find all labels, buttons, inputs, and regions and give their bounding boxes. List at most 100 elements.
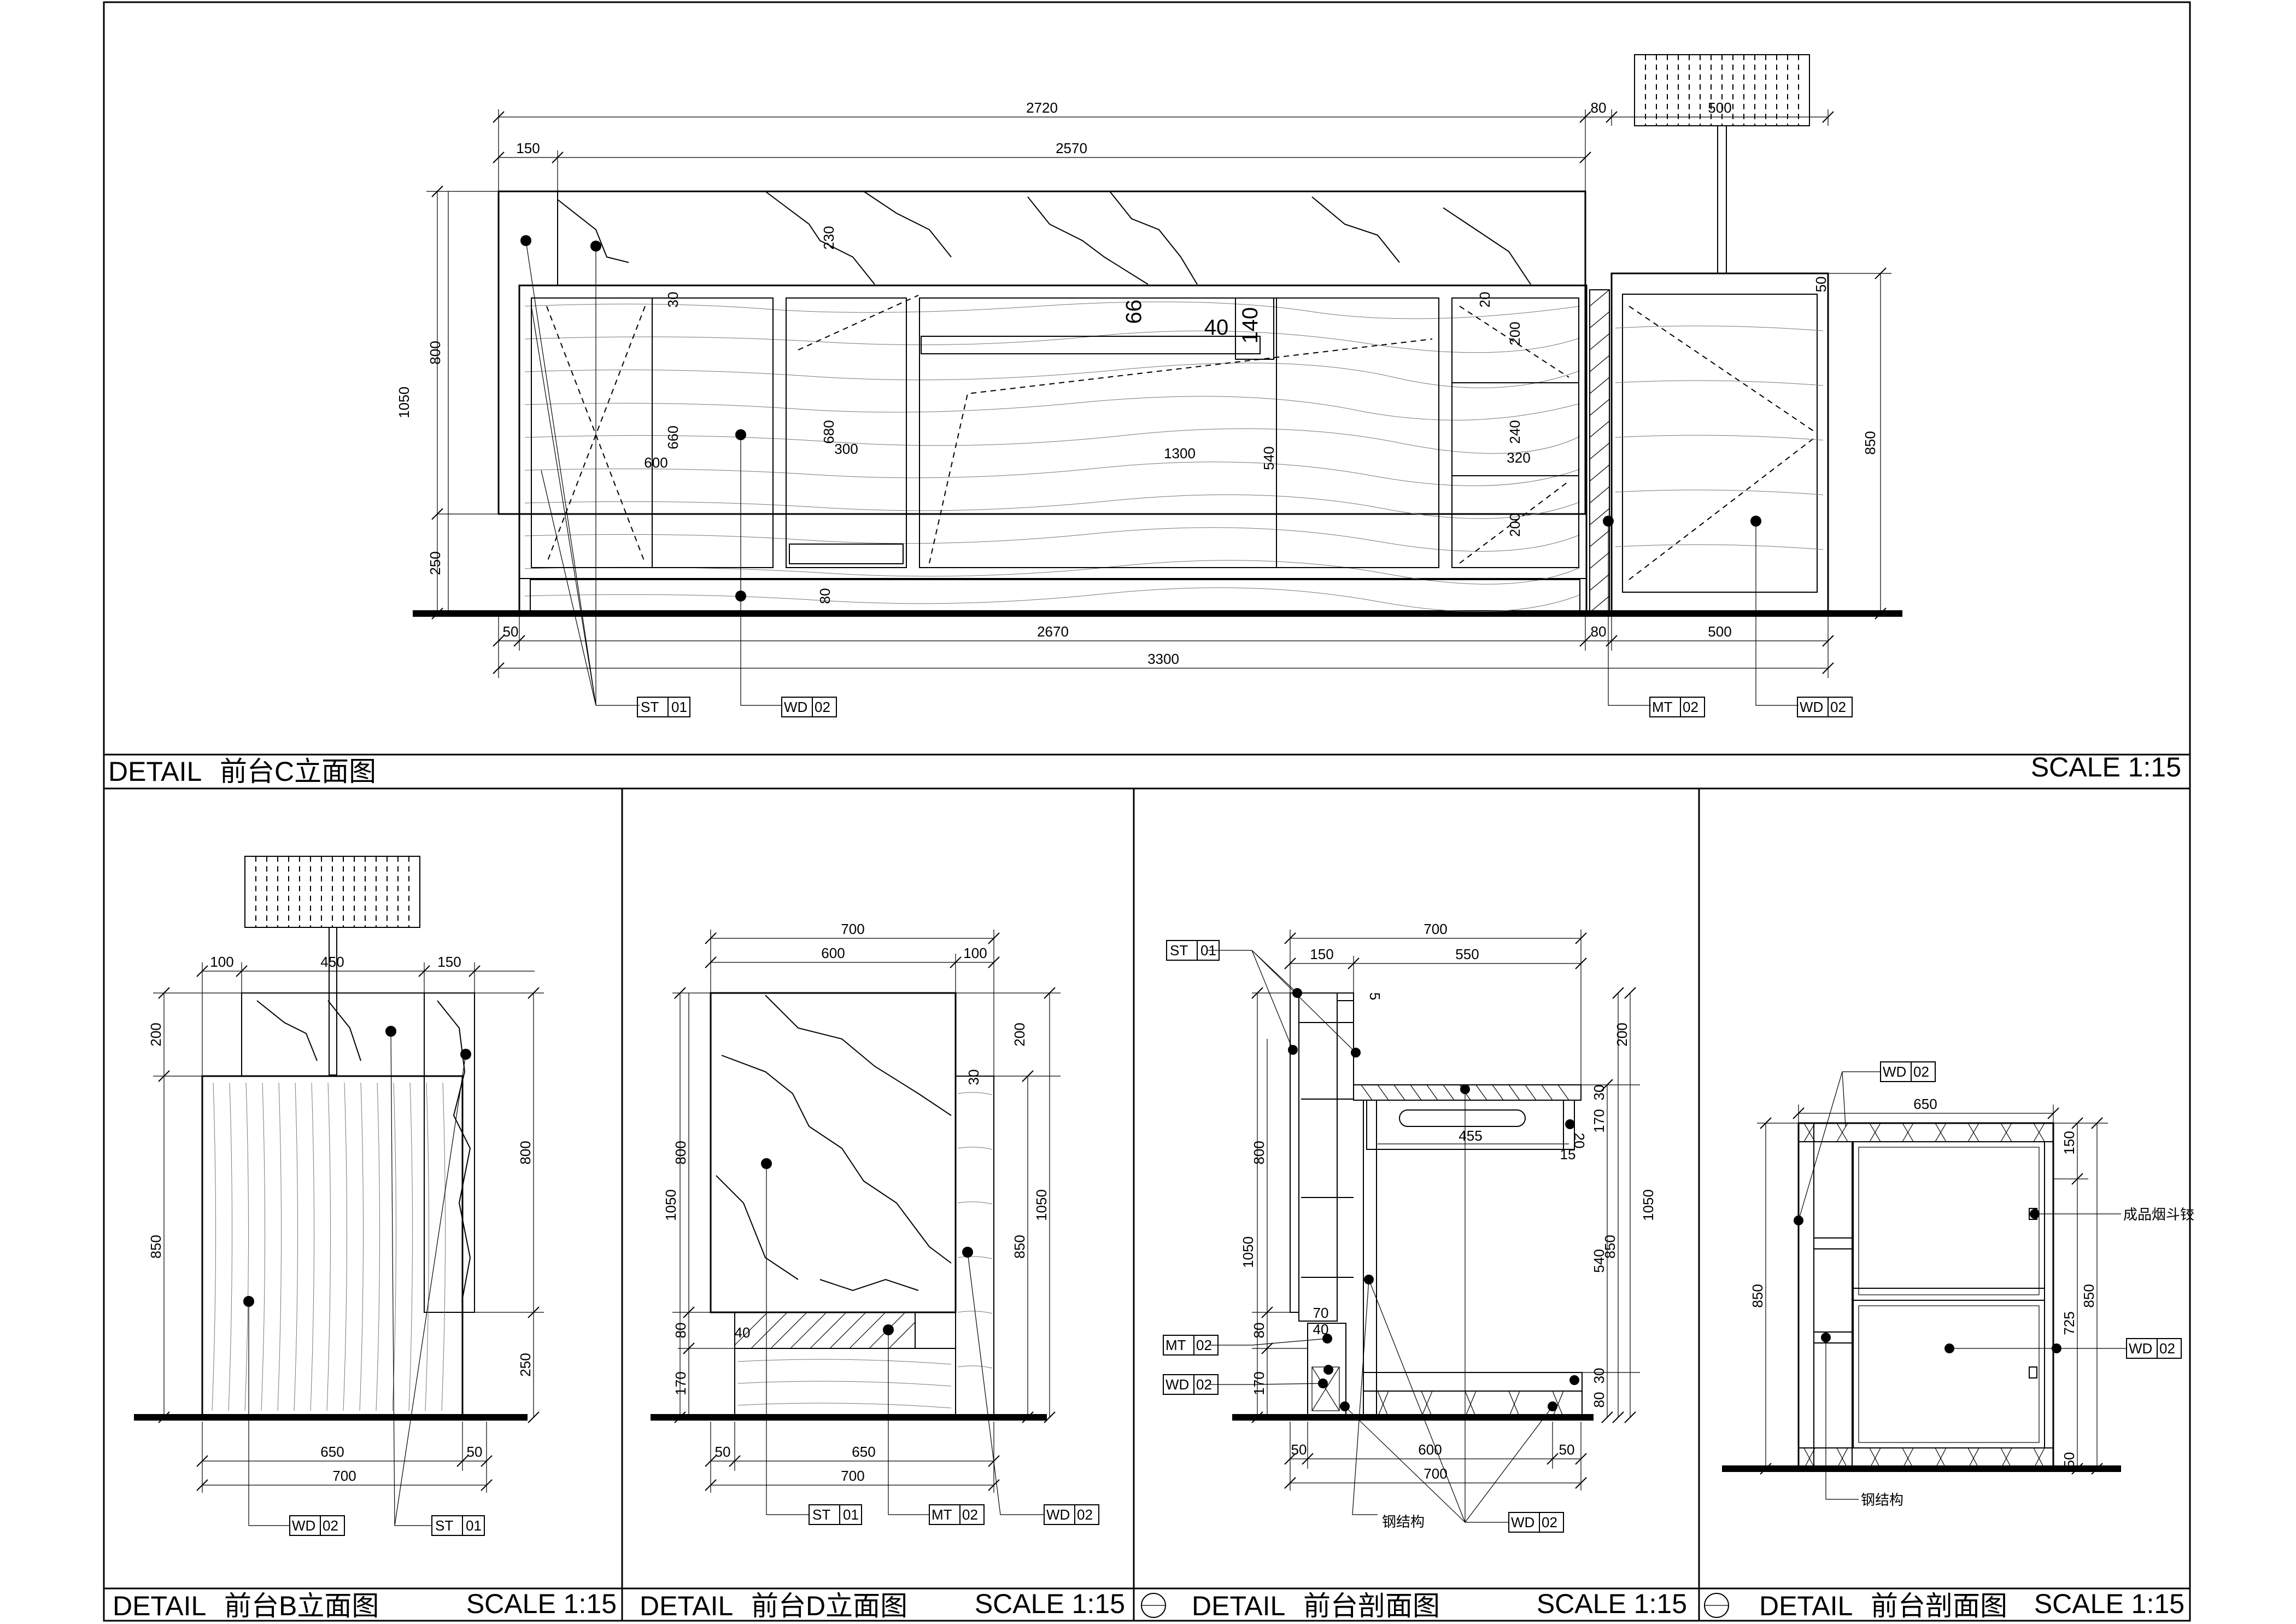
svg-text:02: 02 (323, 1517, 338, 1534)
d-dim-800: 800 (672, 1141, 689, 1164)
svg-text:01: 01 (671, 699, 687, 715)
dim-20: 20 (1477, 292, 1493, 308)
s1-dim-1050-right: 1050 (1640, 1189, 1656, 1221)
panel-b-title: DETAIL (113, 1591, 206, 1621)
sheet-frame (103, 1, 2191, 1622)
s1-dim-30-right: 30 (1591, 1368, 1607, 1384)
s2-section-marker (1704, 1593, 1729, 1618)
panel-d-elevation: 700 600 100 1050 800 80 170 200 30 850 1… (640, 921, 1125, 1621)
dim-800: 800 (427, 341, 443, 364)
s1-dim-70: 70 (1313, 1305, 1329, 1321)
dim-600: 600 (644, 454, 667, 471)
panel-s1-title-cn: 前台剖面图 (1303, 1591, 1440, 1621)
s1-dim-550: 550 (1455, 946, 1479, 962)
panel-s2-scale: SCALE 1:15 (2034, 1588, 2184, 1619)
svg-text:01: 01 (1200, 942, 1216, 959)
dim-500-bottom: 500 (1708, 623, 1731, 640)
svg-text:WD: WD (292, 1517, 315, 1534)
d-dim-80: 80 (672, 1323, 689, 1339)
dim-300: 300 (834, 441, 858, 457)
svg-text:ST: ST (641, 699, 659, 715)
b-dim-250: 250 (517, 1353, 534, 1376)
panel-section-1: 700 150 550 5 800 1050 80 170 70 40 200 … (1141, 921, 1687, 1621)
dim-320: 320 (1507, 449, 1530, 466)
s1-section-marker (1141, 1593, 1166, 1618)
d-tag-wd02: WD 02 (1044, 1504, 1099, 1525)
d-dim-700: 700 (841, 921, 864, 937)
d-dim-700-bottom: 700 (841, 1468, 864, 1484)
s1-dim-600: 600 (1418, 1441, 1442, 1458)
svg-text:02: 02 (1683, 699, 1698, 715)
dim-2670: 2670 (1037, 623, 1069, 640)
svg-text:WD: WD (1800, 699, 1823, 715)
svg-text:02: 02 (1196, 1337, 1212, 1353)
dim-2570: 2570 (1056, 140, 1087, 156)
s1-tag-wd02-bottom: WD 02 (1508, 1512, 1564, 1533)
d-dim-50: 50 (715, 1444, 731, 1460)
panel-d-scale: SCALE 1:15 (975, 1588, 1125, 1619)
svg-text:01: 01 (843, 1506, 859, 1523)
dim-3300: 3300 (1147, 651, 1179, 667)
panel-b-scale: SCALE 1:15 (466, 1588, 617, 1619)
svg-text:02: 02 (1542, 1514, 1557, 1530)
dim-99: 99 (1121, 300, 1145, 324)
tag-wd02-side: WD 02 (1797, 697, 1853, 717)
svg-text:WD: WD (2129, 1340, 2152, 1357)
svg-text:ST: ST (812, 1506, 830, 1523)
svg-text:02: 02 (815, 699, 830, 715)
s1-dim-200: 200 (1614, 1023, 1630, 1046)
wood-grain-texture (524, 301, 1580, 612)
b-dim-850: 850 (148, 1235, 164, 1258)
s1-dim-1050-left: 1050 (1240, 1236, 1256, 1268)
panel-b-elevation: 100 450 150 200 850 800 250 650 50 700 W… (113, 856, 617, 1621)
s1-dim-170-right: 170 (1591, 1109, 1607, 1132)
svg-text:01: 01 (466, 1517, 482, 1534)
d-dim-850: 850 (1011, 1235, 1028, 1258)
s2-dim-150: 150 (2061, 1131, 2077, 1154)
dim-30-a: 30 (665, 292, 681, 308)
panel-s1-scale: SCALE 1:15 (1537, 1588, 1687, 1619)
svg-text:MT: MT (932, 1506, 952, 1523)
s1-tag-mt02: MT 02 (1163, 1335, 1219, 1356)
svg-text:02: 02 (962, 1506, 978, 1523)
dim-540: 540 (1261, 446, 1277, 470)
panel-c-scale: SCALE 1:15 (2031, 752, 2181, 782)
s1-note-steel-structure: 钢结构 (1382, 1514, 1425, 1530)
tag-mt02: MT 02 (1649, 697, 1705, 717)
s1-dim-455: 455 (1459, 1128, 1482, 1144)
svg-text:WD: WD (784, 699, 807, 715)
d-dim-1050-right: 1050 (1033, 1189, 1050, 1221)
panel-b-title-cn: 前台B立面图 (224, 1591, 379, 1621)
panel-s1-title: DETAIL (1192, 1591, 1285, 1621)
s1-dim-40: 40 (1313, 1321, 1329, 1337)
s1-dim-700: 700 (1424, 921, 1447, 937)
s2-tag-wd02-right: WD 02 (2126, 1338, 2182, 1359)
panel-c-title: DETAIL (108, 756, 202, 787)
svg-text:ST: ST (435, 1517, 453, 1534)
s1-dim-5: 5 (1367, 992, 1383, 1000)
tag-st01: ST 01 (637, 697, 690, 717)
s1-tag-st01: ST 01 (1166, 940, 1220, 961)
s1-dim-15: 15 (1560, 1146, 1576, 1162)
s1-dim-80: 80 (1251, 1323, 1267, 1339)
b-dim-450: 450 (320, 954, 344, 970)
d-dim-1050-left: 1050 (663, 1189, 679, 1221)
svg-text:MT: MT (1652, 699, 1673, 715)
dim-200-b: 200 (1507, 513, 1523, 536)
s2-dim-850-right: 850 (2081, 1284, 2097, 1307)
dim-500-top: 500 (1708, 100, 1731, 116)
b-dim-700: 700 (332, 1468, 356, 1484)
dim-1300: 1300 (1164, 445, 1196, 462)
dim-140: 140 (1238, 307, 1262, 344)
s2-dim-650: 650 (1913, 1096, 1937, 1112)
dim-850: 850 (1862, 431, 1878, 454)
d-tag-mt02: MT 02 (929, 1504, 985, 1525)
s1-dim-800: 800 (1251, 1141, 1267, 1164)
panel-s2-title: DETAIL (1759, 1591, 1853, 1621)
s1-dim-850: 850 (1602, 1235, 1618, 1258)
b-dim-650: 650 (320, 1444, 344, 1460)
svg-text:WD: WD (1511, 1514, 1534, 1530)
svg-text:02: 02 (1196, 1376, 1212, 1393)
d-dim-30: 30 (965, 1070, 982, 1085)
